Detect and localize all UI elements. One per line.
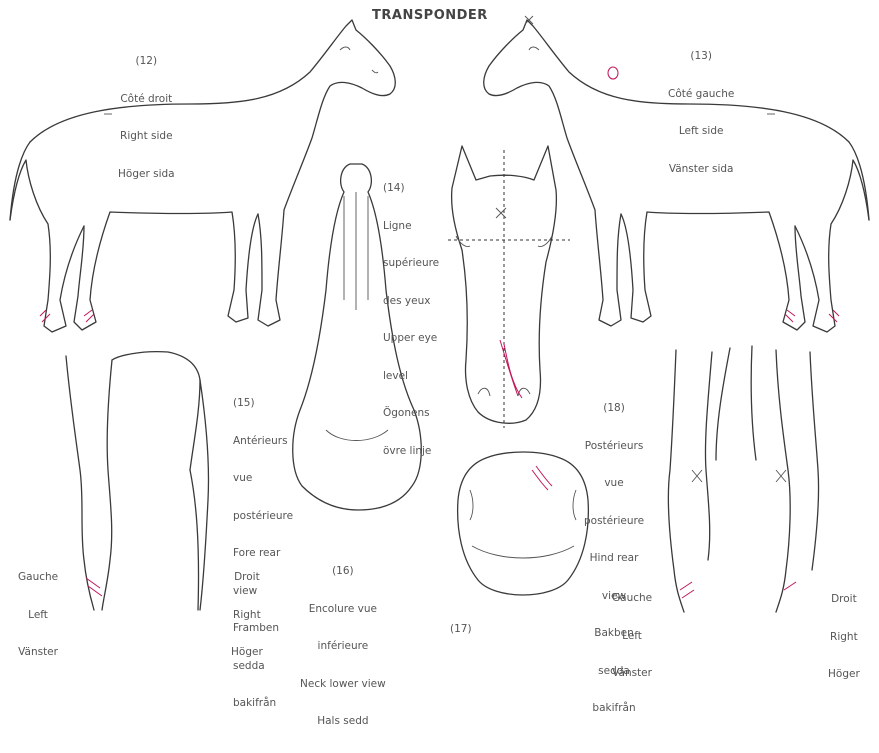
label-muzzle: (17)	[450, 598, 472, 661]
label-hind-right: Droit Right Höger	[828, 568, 860, 706]
label-hind-left: Gauche Left Vänster	[612, 567, 652, 705]
hind-legs-rear-view-drawing	[668, 346, 818, 612]
label-fore-right: Droit Right Höger	[231, 546, 263, 684]
label-fore-left: Gauche Left Vänster	[18, 546, 58, 684]
horse-head-front-drawing	[448, 146, 570, 428]
horse-right-side-drawing	[10, 20, 395, 332]
label-neck-lower: (16) Encolure vue inférieure Neck lower …	[300, 540, 386, 753]
label-right-side: (12) Côté droit Right side Höger sida	[118, 30, 175, 205]
transponder-mark-neck	[608, 67, 618, 79]
label-eye-level: (14) Ligne supérieure des yeux Upper eye…	[383, 157, 439, 482]
transponder-diagram: TRANSPONDER	[0, 0, 879, 614]
fore-legs-rear-view-drawing	[66, 352, 209, 610]
label-left-side: (13) Côté gauche Left side Vänster sida	[668, 25, 734, 200]
muzzle-drawing	[458, 452, 589, 595]
